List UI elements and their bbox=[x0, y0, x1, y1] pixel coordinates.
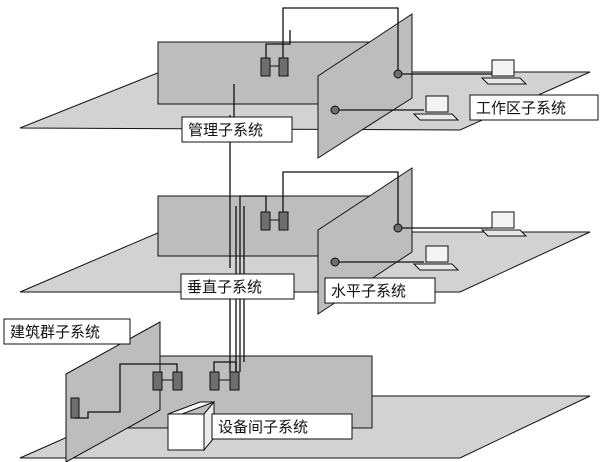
computer-middle-1 bbox=[480, 211, 528, 237]
label-equipment-room-text: 设备间子系统 bbox=[218, 418, 308, 436]
label-management-text: 管理子系统 bbox=[188, 121, 263, 139]
campus-device bbox=[70, 397, 80, 419]
computer-top-2 bbox=[412, 95, 460, 121]
label-vertical-text: 垂直子系统 bbox=[187, 278, 262, 296]
label-campus-text: 建筑群子系统 bbox=[10, 323, 100, 341]
outlet-top-2 bbox=[330, 105, 340, 115]
label-management: 管理子系统 bbox=[181, 116, 293, 143]
label-work-area: 工作区子系统 bbox=[469, 94, 599, 121]
label-work-area-text: 工作区子系统 bbox=[476, 99, 566, 117]
label-vertical: 垂直子系统 bbox=[180, 273, 295, 300]
server-box bbox=[167, 400, 215, 452]
computer-top-1 bbox=[480, 59, 528, 85]
floor-top-side-wall bbox=[317, 13, 413, 159]
distribution-frame-2 bbox=[209, 371, 240, 391]
floor-top bbox=[19, 7, 591, 159]
outlet-middle-1 bbox=[393, 223, 403, 233]
outlet-middle-2 bbox=[330, 257, 340, 267]
label-horizontal-text: 水平子系统 bbox=[331, 282, 406, 300]
floor-bottom bbox=[19, 321, 591, 462]
label-campus: 建筑群子系统 bbox=[3, 318, 131, 345]
cable-top-panel bbox=[265, 30, 291, 58]
cable-campus bbox=[75, 363, 178, 419]
label-horizontal: 水平子系统 bbox=[324, 277, 436, 304]
floor-middle bbox=[19, 167, 591, 315]
computer-middle-2 bbox=[412, 245, 460, 271]
cable-middle-panel bbox=[239, 195, 267, 212]
cable-middle-horizontal bbox=[282, 171, 399, 226]
cable-top-horizontal bbox=[282, 7, 399, 72]
label-equipment-room: 设备间子系统 bbox=[211, 413, 353, 440]
outlet-top-1 bbox=[393, 69, 403, 79]
